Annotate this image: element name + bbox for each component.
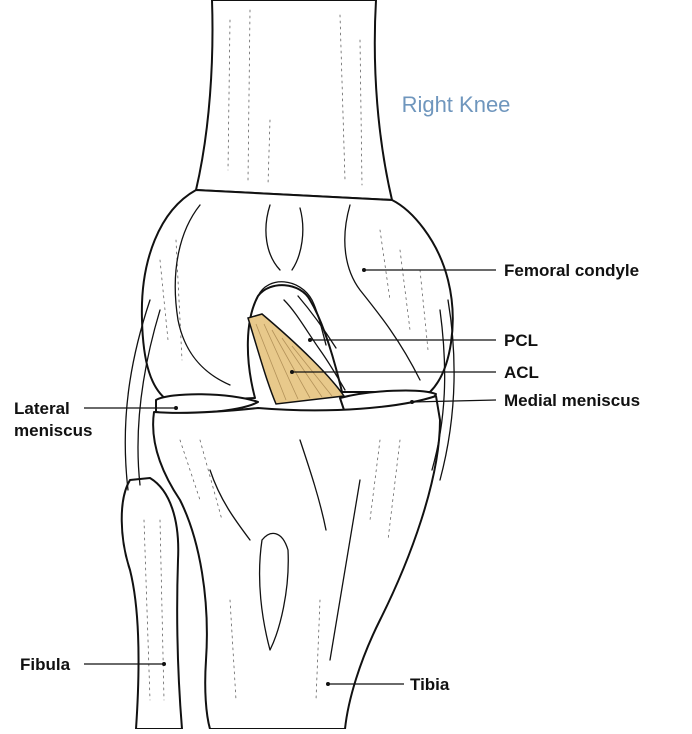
acl-pointer (290, 370, 294, 374)
tibia-pointer (326, 682, 330, 686)
label-lateral-meniscus-line1: Lateral (14, 399, 70, 418)
label-tibia: Tibia (410, 675, 450, 694)
medial-meniscus-pointer (410, 400, 414, 404)
label-fibula: Fibula (20, 655, 71, 674)
tibia-bone (153, 396, 440, 729)
fibula-pointer (162, 662, 166, 666)
label-lateral-meniscus-line2: meniscus (14, 421, 92, 440)
diagram-title: Right Knee (402, 92, 511, 117)
label-pcl: PCL (504, 331, 538, 350)
femur-shaft (196, 0, 392, 200)
fibula-bone (122, 478, 182, 729)
label-femoral-condyle: Femoral condyle (504, 261, 639, 280)
label-acl: ACL (504, 363, 539, 382)
pcl-pointer (308, 338, 312, 342)
lateral-meniscus-pointer (174, 406, 178, 410)
label-medial-meniscus: Medial meniscus (504, 391, 640, 410)
femoral-condyle-pointer (362, 268, 366, 272)
